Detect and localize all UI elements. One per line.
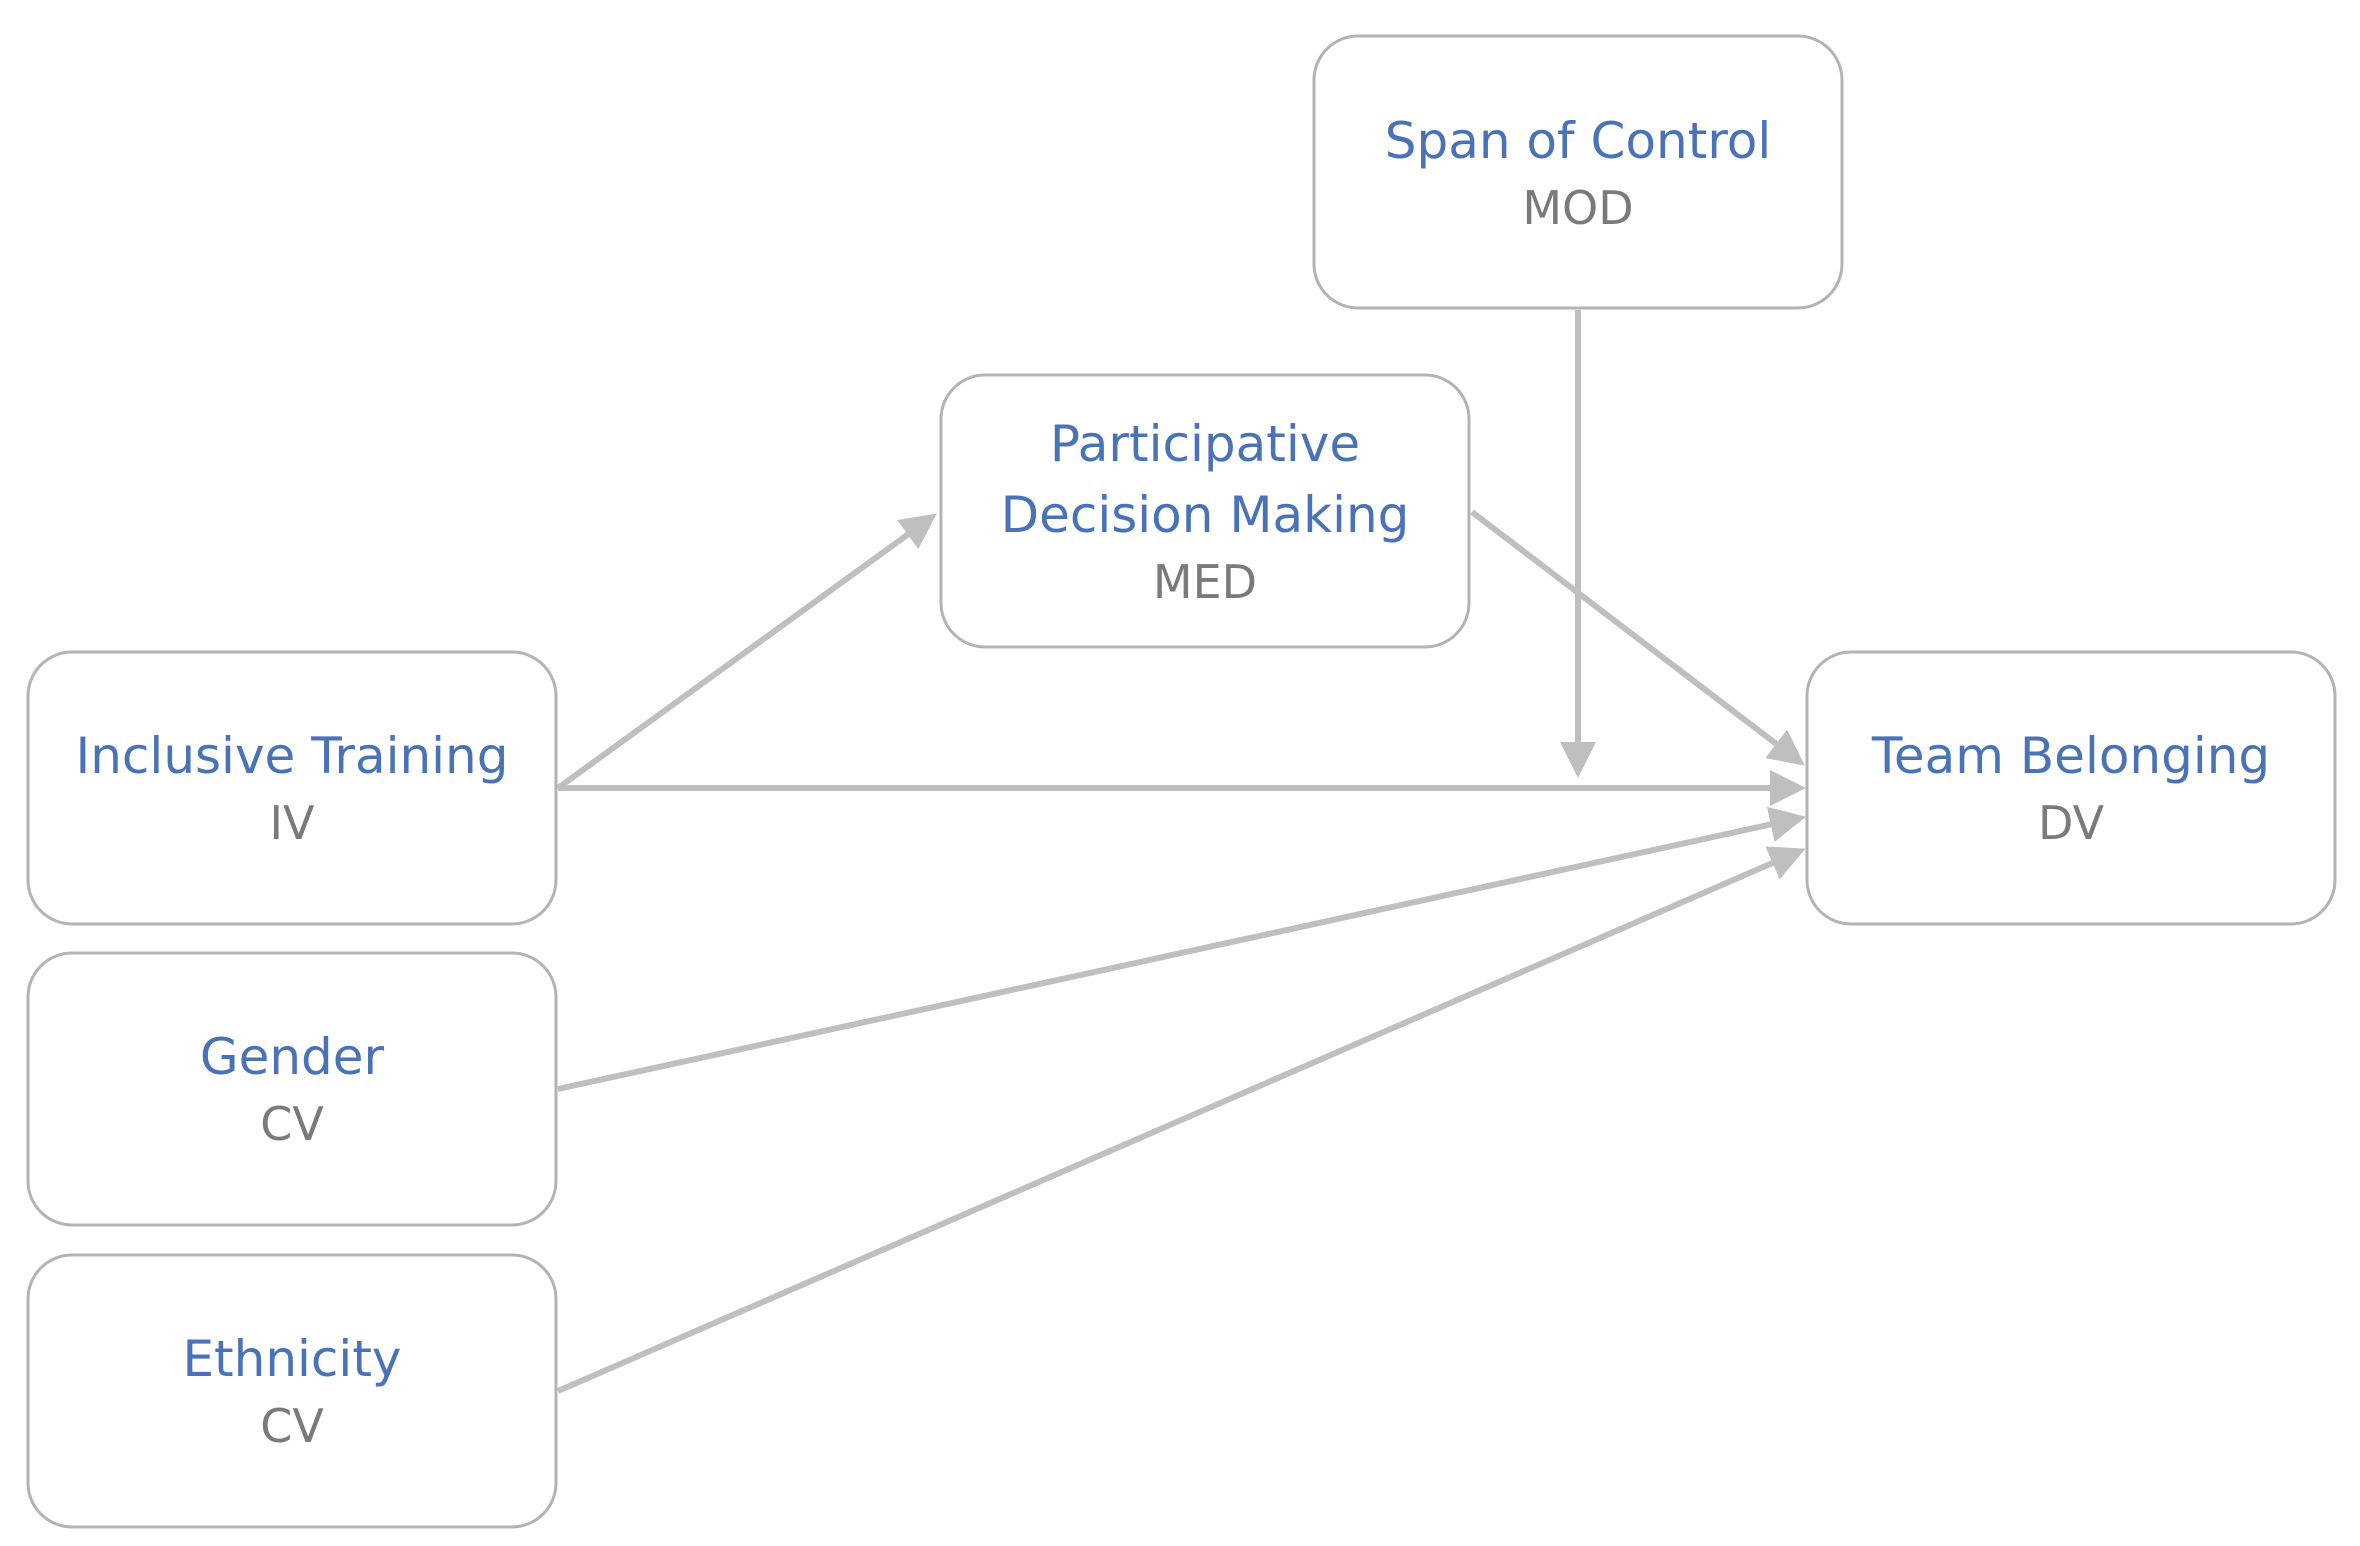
node-span-of-control: Span of Control MOD: [1312, 34, 1844, 310]
node-label: Ethnicity: [182, 1330, 401, 1388]
node-label: Inclusive Training: [76, 727, 509, 785]
node-participative-decision-making: Participative Decision Making MED: [939, 373, 1471, 649]
edge-ethnicity-to-dv: [556, 846, 1806, 1394]
node-role: CV: [260, 1097, 324, 1151]
node-role: CV: [260, 1399, 324, 1453]
node-box: [1805, 650, 2337, 926]
node-inclusive-training: Inclusive Training IV: [26, 650, 558, 926]
node-team-belonging: Team Belonging DV: [1805, 650, 2337, 926]
node-gender: Gender CV: [26, 951, 558, 1227]
node-label: Gender: [200, 1028, 385, 1086]
node-role: DV: [2038, 796, 2105, 850]
node-box: [26, 1253, 558, 1529]
node-role: MOD: [1522, 181, 1633, 235]
node-box: [939, 373, 1471, 649]
node-label-line1: Participative: [1050, 415, 1360, 473]
node-ethnicity: Ethnicity CV: [26, 1253, 558, 1529]
edges: [556, 310, 1806, 1394]
edge-med-to-dv: [1470, 509, 1805, 766]
edge-iv-to-med: [556, 513, 937, 791]
node-box: [1312, 34, 1844, 310]
node-role: IV: [269, 796, 315, 850]
node-box: [26, 951, 558, 1227]
node-label: Span of Control: [1385, 112, 1772, 170]
node-box: [26, 650, 558, 926]
node-label: Team Belonging: [1871, 727, 2270, 785]
node-label-line2: Decision Making: [1001, 486, 1410, 544]
node-role: MED: [1153, 555, 1257, 609]
edge-gender-to-dv: [557, 806, 1806, 1092]
